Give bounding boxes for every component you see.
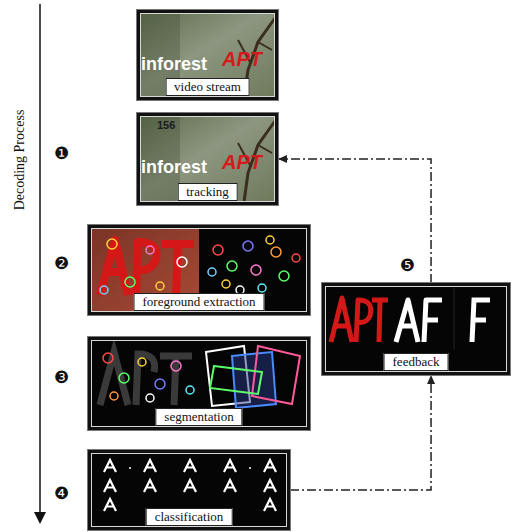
illustration-part [156,282,164,290]
overlay-text: inforest [141,55,207,75]
illustration-part [292,254,300,262]
illustration-part [472,300,490,342]
feedback-image [325,286,507,372]
illustration-part [110,392,118,400]
illustration-part [103,353,194,402]
illustration-part [266,236,274,244]
illustration-part [107,239,117,249]
illustration-part [222,280,230,288]
frame-number: 156 [157,119,175,131]
illustration-part [146,246,154,254]
illustration-part [91,340,307,427]
illustration-part [249,467,251,469]
illustration-part [251,265,261,275]
callout-number: ❹ [54,484,69,503]
illustration-part [155,379,165,389]
overlay-text: inforest [141,158,207,178]
illustration-part [100,240,194,295]
illustration-part [210,366,262,394]
illustration-part [331,298,388,342]
panel-caption: tracking [177,183,238,201]
illustration-part [140,13,275,97]
illustration-part [184,480,196,492]
illustration-part [144,460,156,472]
callout-number: ❺ [400,256,415,275]
overlay-text: APT [222,151,262,173]
segmentation-image [91,340,307,427]
tracking-frame [140,116,275,202]
illustration-part [104,499,116,511]
illustration-part [264,460,276,472]
illustration-part [91,453,287,527]
illustration-part [144,480,156,492]
feedback-connector [278,159,431,283]
illustration-part [454,288,455,350]
illustration-part [100,236,300,294]
illustration-part [104,460,116,472]
panel-caption: foreground extraction [134,293,265,311]
illustration-part [104,480,116,492]
illustration-part [138,358,146,366]
foreground-image [91,228,307,312]
illustration-part [140,116,275,202]
illustration-part [224,460,236,472]
illustration-part [100,352,192,405]
callout-number: ❶ [54,144,69,163]
overlay-text: APT [222,48,262,70]
illustration-part [171,361,181,371]
illustration-part [396,300,442,342]
illustration-part [206,346,300,408]
illustration-part [129,467,131,469]
image-panel: classification [88,450,290,530]
panel-caption: classification [146,508,233,526]
illustration-part [100,286,108,294]
image-panel: foreground extraction [88,225,310,315]
video-frame [140,13,275,97]
illustration-part [119,373,129,383]
illustration-part [252,346,300,404]
axis-label: Decoding Process [12,110,27,211]
illustration-part [224,480,236,492]
illustration-part [125,277,135,287]
image-panel: feedback [322,283,510,375]
illustration-part [264,499,276,511]
illustration-part [103,353,113,363]
illustration-part [186,386,194,394]
illustration-part [258,284,266,292]
feedback-connector [290,375,431,490]
illustration-part [271,247,281,257]
callout-number: ❸ [54,368,69,387]
callout-number: ❷ [54,254,69,273]
illustration-part [213,245,223,255]
illustration-part [325,286,507,372]
illustration-part [39,4,41,514]
panel-caption: feedback [384,353,449,371]
panel-caption: video stream [165,78,250,96]
illustration-part [34,512,46,524]
classification-image [91,453,287,527]
panel-caption: segmentation [155,408,242,426]
illustration-part [146,394,154,402]
process-arrow [34,4,46,524]
illustration-part [227,261,237,271]
illustration-part [177,257,187,267]
illustration-part [208,268,216,276]
illustration-part [279,271,289,281]
illustration-part [264,480,276,492]
image-panel: segmentation [88,337,310,430]
illustration-part [184,460,196,472]
illustration-part [243,241,253,251]
